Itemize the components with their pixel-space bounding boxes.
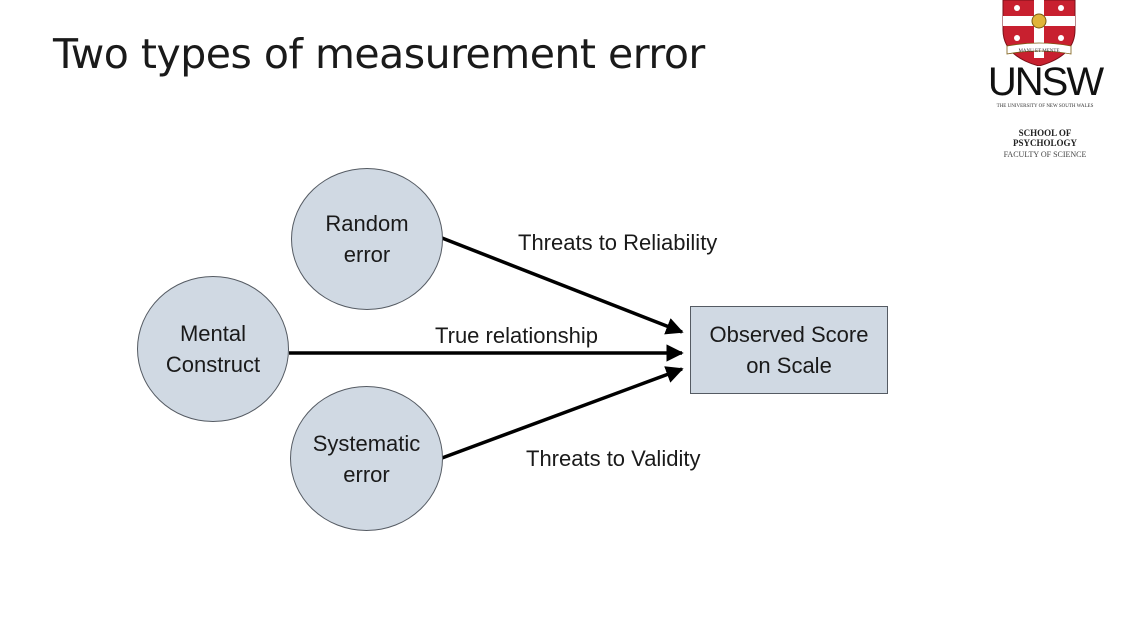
observed-score-node: Observed Score on Scale: [690, 306, 888, 394]
systematic-error-line-2: error: [343, 461, 390, 487]
arrow-systematic-to-observed: [441, 366, 684, 460]
unsw-wordmark: UNSW: [987, 60, 1104, 104]
school-line-2: PSYCHOLOGY: [1012, 138, 1077, 148]
true-relationship-label: True relationship: [435, 323, 599, 348]
systematic-error-line-1: Systematic: [312, 430, 421, 456]
mental-construct-line-2: Construct: [165, 352, 261, 377]
university-name: THE UNIVERSITY OF NEW SOUTH WALES: [996, 104, 1094, 109]
threats-to-validity-label: Threats to Validity: [526, 446, 701, 471]
crest-motto: MANU ET MENTE: [1018, 49, 1059, 54]
unsw-crest-icon: MANU ET MENTE: [1002, 0, 1076, 66]
mental-construct-node: Mental Construct: [137, 276, 289, 422]
arrow-random-to-observed: [441, 236, 684, 335]
random-error-node: Random error: [291, 168, 443, 310]
mental-construct-line-1: Mental: [179, 321, 247, 346]
slide-title: Two types of measurement error: [53, 30, 705, 78]
school-line-1: SCHOOL OF: [1018, 128, 1072, 138]
threats-to-reliability-label: Threats to Reliability: [518, 230, 718, 255]
observed-score-line-1: Observed Score: [709, 322, 869, 347]
random-error-line-1: Random: [325, 211, 409, 236]
systematic-error-node: Systematic error: [290, 386, 443, 531]
school-name: SCHOOL OF PSYCHOLOGY: [975, 128, 1115, 148]
random-error-line-2: error: [343, 242, 391, 267]
faculty-name: FACULTY OF SCIENCE: [1003, 150, 1087, 159]
observed-score-line-2: on Scale: [746, 353, 832, 378]
unsw-logo: MANU ET MENTE UNSW THE UNIVERSITY OF NEW…: [975, 0, 1115, 180]
